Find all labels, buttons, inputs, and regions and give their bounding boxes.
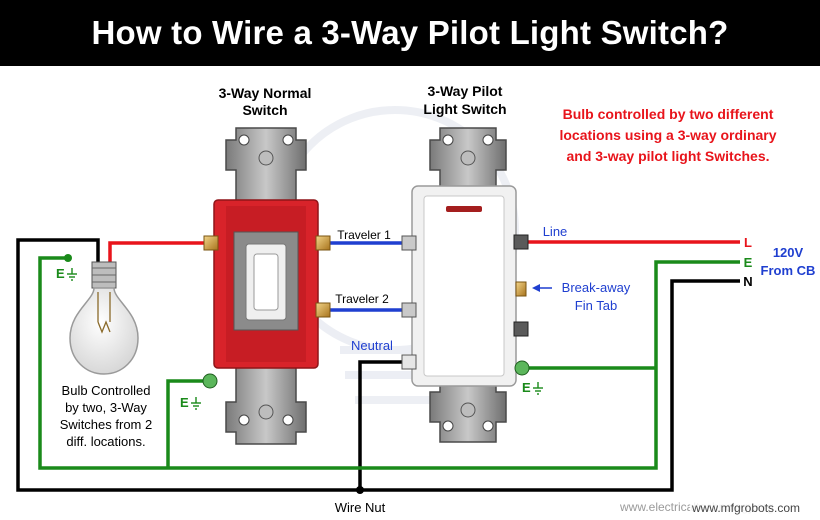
bulb-caption-line2: by two, 3-Way [65,400,147,415]
earth-wire-normal-switch [166,379,204,468]
normal-switch-label-line2: Switch [242,102,287,118]
breakaway-label-line1: Break-away [562,280,631,295]
earth-marker-pilot-switch: E [522,380,543,395]
neutral-wire-supply [360,279,740,492]
terminal-letter-e: E [744,255,753,270]
wire-nut-junction-dot [356,486,364,494]
normal-3way-switch [202,127,331,445]
watermark-site2: www.mfgrobots.com [691,501,800,515]
svg-text:E: E [180,395,189,410]
pilot-3way-switch [401,127,530,443]
wire-nut-label: Wire Nut [335,500,386,515]
pilot-switch-label-line1: 3-Way Pilot [428,83,503,99]
earth-marker-normal-switch: E [180,395,201,410]
title-bar: How to Wire a 3-Way Pilot Light Switch? [0,0,820,66]
line-label: Line [543,224,568,239]
svg-text:E: E [56,266,65,281]
traveler1-label: Traveler 1 [337,228,391,242]
supply-label-line1: 120V [773,245,804,260]
page-title: How to Wire a 3-Way Pilot Light Switch? [91,14,729,51]
earth-wire-bulb [38,256,740,470]
line-wire-bulb [108,241,204,262]
terminal-letter-l: L [744,235,752,250]
bulb-caption-line3: Switches from 2 [60,417,152,432]
supply-label-line2: From CB [761,263,816,278]
breakaway-pointer [532,284,552,292]
normal-switch-label-line1: 3-Way Normal [219,85,312,101]
svg-text:E: E [522,380,531,395]
note-line-3: and 3-way pilot light Switches. [566,148,769,164]
bulb-caption-line4: diff. locations. [66,434,145,449]
traveler2-label: Traveler 2 [335,292,389,306]
neutral-wire-to-switch [358,360,402,490]
light-bulb [69,261,139,375]
neutral-wire-left-loop [16,238,360,492]
breakaway-fin-tab [515,281,527,297]
note-line-1: Bulb controlled by two different [563,106,774,122]
breakaway-label-line2: Fin Tab [575,298,617,313]
pilot-switch-label-line2: Light Switch [423,101,506,117]
bulb-caption-line1: Bulb Controlled [62,383,151,398]
neutral-label: Neutral [351,338,393,353]
terminal-letter-n: N [743,274,752,289]
earth-marker-bulb: E [56,266,77,281]
note-line-2: locations using a 3-way ordinary [559,127,776,143]
earth-junction-dot [64,254,72,262]
